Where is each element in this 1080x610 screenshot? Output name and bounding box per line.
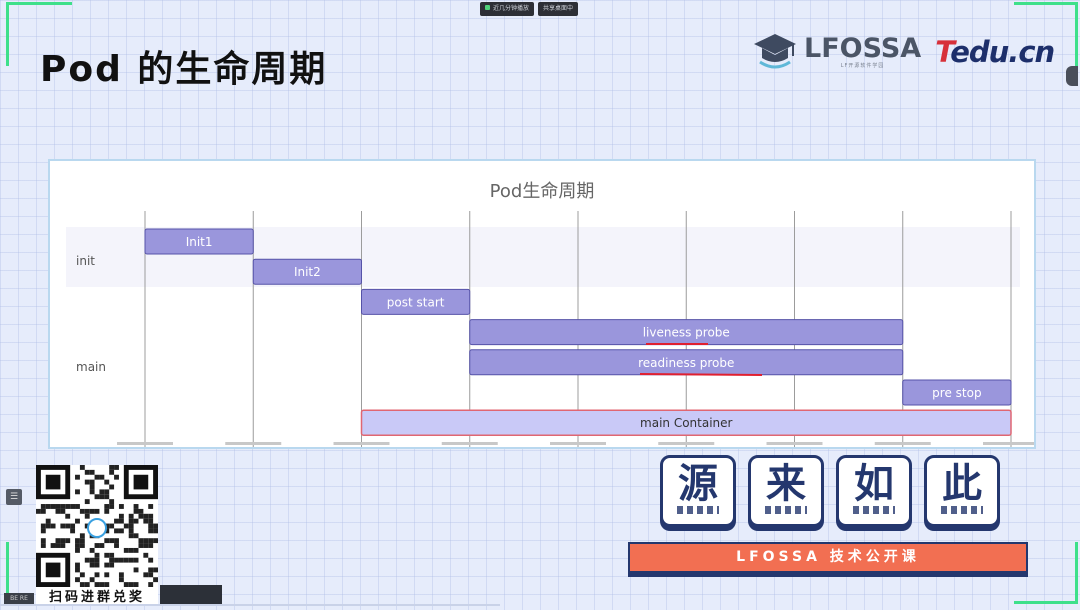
keycap: 源 <box>660 455 736 527</box>
screen-share-toolbar: 近几分钟播放 共享桌面中 <box>480 2 579 16</box>
keycap-dash <box>765 506 807 514</box>
keycap-dash <box>853 506 895 514</box>
tick-label-placeholder <box>333 442 390 445</box>
share-status[interactable]: 共享桌面中 <box>538 2 579 16</box>
tick-label-placeholder <box>550 442 606 445</box>
gantt-bar-label: Init2 <box>294 265 321 279</box>
qr-caption: 扫码进群兑奖 <box>36 589 158 606</box>
tick-label-placeholder <box>441 442 498 445</box>
keycap: 此 <box>924 455 1000 527</box>
gantt-bar <box>361 288 471 315</box>
recording-indicator[interactable]: 近几分钟播放 <box>480 2 535 16</box>
menu-icon[interactable]: ☰ <box>6 489 22 505</box>
qr-code-image <box>36 465 158 587</box>
chart-title: Pod生命周期 <box>490 181 595 202</box>
gantt-bar-label: pre stop <box>932 386 981 400</box>
tick-label-placeholder <box>658 442 715 445</box>
tick-label-placeholder <box>874 442 931 445</box>
gantt-bar <box>252 258 362 285</box>
tick-label-placeholder <box>766 442 823 445</box>
group-label-main: main <box>76 360 106 374</box>
gantt-bar-label: Init1 <box>186 235 213 249</box>
keycap: 来 <box>748 455 824 527</box>
gantt-bar <box>144 228 254 255</box>
keycap-title: 源 来 如 此 <box>660 455 1000 527</box>
corner-marker-br-h <box>1014 601 1078 604</box>
player-control-bar[interactable] <box>160 585 222 605</box>
signal-icon <box>485 5 490 10</box>
side-panel-handle[interactable] <box>1066 66 1078 86</box>
gantt-bar <box>360 409 1012 436</box>
gantt-bar-label: main Container <box>640 416 733 430</box>
slide-title: Pod 的生命周期 <box>40 49 328 90</box>
annotation-underline <box>639 373 763 376</box>
tick-label-placeholder <box>983 442 1034 445</box>
corner-marker-tr-v <box>1075 2 1078 66</box>
tedu-wordmark: Tedu.cn <box>935 35 1055 69</box>
qr-code <box>36 465 158 591</box>
gantt-bar <box>902 379 1012 406</box>
corner-marker-bl-v <box>6 542 9 602</box>
tick-label-placeholder <box>225 442 282 445</box>
corner-marker-tl-v <box>6 2 9 66</box>
lfossa-wordmark: LFOSSA <box>804 33 922 64</box>
lfossa-subtitle: LF开源软件学园 <box>840 63 885 69</box>
brand-logo: LFOSSA LF开源软件学园 Tedu.cn <box>752 32 1055 72</box>
gantt-bar-label: readiness probe <box>638 356 734 370</box>
gantt-bar-label: liveness probe <box>643 326 730 340</box>
tick-label-placeholder <box>117 442 173 445</box>
graduation-cap-icon <box>754 34 796 69</box>
status-chip: BE RE <box>4 593 34 604</box>
corner-marker-tl-h <box>6 2 72 5</box>
gantt-bar-label: post start <box>387 295 445 309</box>
keycap-dash <box>677 506 719 514</box>
corner-marker-tr-h <box>1014 2 1078 5</box>
keycap: 如 <box>836 455 912 527</box>
corner-marker-br-v <box>1075 542 1078 602</box>
course-banner: LFOSSA 技术公开课 <box>628 542 1028 577</box>
progress-line <box>0 604 500 606</box>
keycap-dash <box>941 506 983 514</box>
group-label-init: init <box>76 254 95 268</box>
